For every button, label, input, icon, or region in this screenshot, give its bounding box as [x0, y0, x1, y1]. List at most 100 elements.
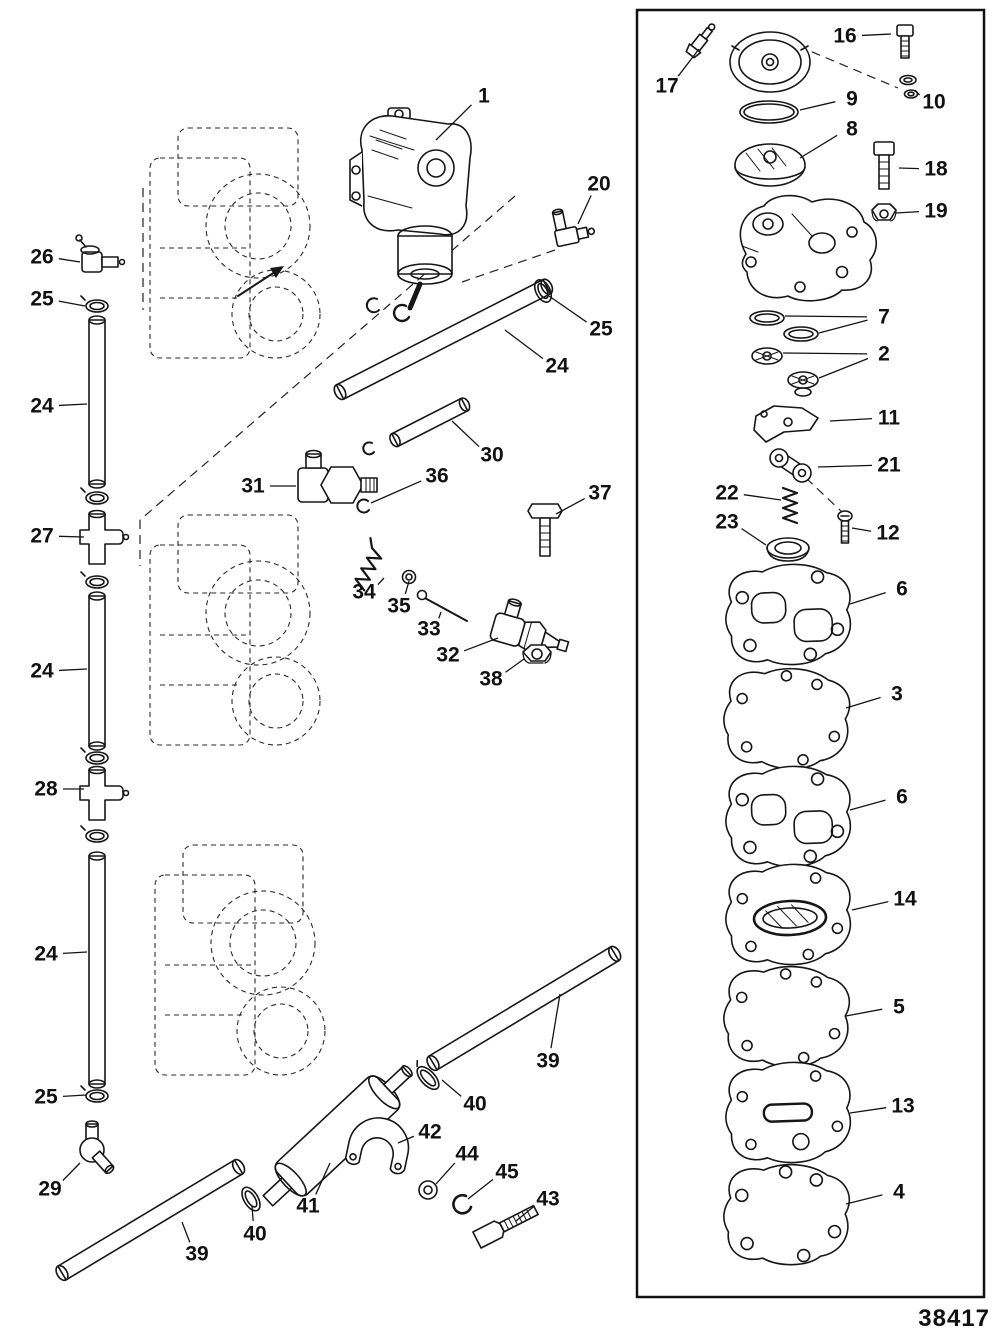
callout-label: 6: [896, 786, 908, 809]
hose-clamp-25: [80, 295, 109, 313]
callout-label: 24: [545, 355, 569, 378]
callout-leader: [677, 48, 700, 77]
callout-label: 41: [296, 1195, 320, 1218]
construction-lines: [139, 188, 556, 566]
tee-fitting-28: [79, 765, 130, 821]
screw-16: [896, 24, 914, 59]
nut-19: [871, 203, 897, 222]
callout-leader: [851, 527, 872, 532]
callout-leader: [58, 300, 86, 307]
callout-label: 24: [30, 395, 54, 418]
spring-34: [354, 537, 383, 592]
callout-leader: [58, 668, 88, 672]
callout-leader: [743, 494, 782, 501]
callout-label: 10: [922, 91, 945, 114]
callout-leader: [404, 580, 410, 595]
callout-leader: [799, 101, 836, 111]
callout-leader: [467, 1178, 494, 1200]
callout-label: 29: [38, 1178, 61, 1201]
hose-clamp-40: [241, 1186, 261, 1212]
callout-label: 30: [480, 444, 503, 467]
callout-leader: [818, 319, 868, 334]
elbow-fitting-29: [79, 1120, 115, 1175]
callout-label: 25: [34, 1086, 58, 1109]
callout-label: 23: [715, 511, 738, 534]
spring-22: [781, 486, 799, 525]
fuel-pump-assembly: [349, 107, 472, 323]
fuel-tube-39: [55, 1158, 246, 1282]
elbow-fitting-31: [297, 449, 378, 504]
callout-leader: [851, 901, 889, 911]
callout-leader: [58, 535, 85, 538]
bolt-37: [527, 503, 563, 557]
callout-leader: [845, 1008, 883, 1017]
callout-label: 43: [536, 1188, 559, 1211]
callout-label: 9: [846, 88, 858, 111]
callout-label: 6: [896, 578, 908, 601]
callout-leader: [441, 1079, 462, 1097]
callout-leader: [861, 33, 892, 37]
plate-13: [723, 1059, 854, 1166]
callout-label: 27: [30, 525, 53, 548]
callout-leader: [451, 420, 480, 448]
callout-label: 14: [893, 888, 917, 911]
callout-leader: [829, 418, 873, 422]
callout-label: 21: [877, 454, 901, 477]
callout-leader: [784, 315, 868, 318]
o-ring-9: [739, 100, 799, 124]
callout-leader: [849, 591, 886, 605]
callout-label: 2: [878, 343, 890, 366]
callout-label: 36: [425, 465, 448, 488]
nut-38: [522, 644, 552, 664]
callout-label: 39: [185, 1243, 208, 1266]
callout-leader: [377, 577, 385, 585]
gasket-6: [723, 561, 854, 668]
diaphragm-8: [734, 143, 806, 187]
callout-label: 44: [455, 1143, 479, 1166]
callout-leader: [515, 1205, 535, 1222]
callout-leader: [62, 1162, 81, 1181]
check-valves-2: [751, 347, 819, 397]
tee-fitting-27: [79, 509, 130, 565]
washer-44: [418, 1180, 438, 1200]
callout-label: 25: [589, 318, 613, 341]
right-panel-border: [635, 8, 986, 1299]
callout-label: 35: [387, 595, 411, 618]
clamp-strap-42: [344, 1117, 410, 1175]
bolt-18: [873, 141, 895, 190]
elbow-fitting-20: [551, 208, 596, 248]
callout-label: 12: [876, 522, 899, 545]
callout-label: 25: [30, 288, 54, 311]
callout-label: 7: [878, 306, 890, 329]
callout-label: 42: [418, 1121, 441, 1144]
callout-leader: [62, 951, 88, 955]
plate-14: [723, 861, 854, 968]
fuel-tube-24-diagonal: [333, 278, 554, 401]
callout-leader: [845, 696, 881, 709]
elbow-fitting-26: [75, 234, 126, 273]
fuel-tube-24: [88, 319, 106, 485]
carburetor-ghosts: [149, 127, 326, 1076]
callout-leader: [818, 357, 869, 379]
callout-leader: [505, 658, 525, 673]
callout-leader: [845, 1194, 883, 1205]
bracket-plate-11: [753, 405, 819, 443]
callout-leader: [58, 403, 88, 407]
callout-label: 37: [588, 482, 611, 505]
washer-10: [899, 74, 919, 99]
callout-leader: [849, 799, 886, 811]
clip-36: [356, 498, 370, 514]
callout-label: 33: [417, 618, 440, 641]
callout-leader: [315, 1162, 331, 1195]
callout-label: 34: [352, 581, 376, 604]
gasket-6: [723, 763, 854, 870]
callout-label: 32: [436, 644, 459, 667]
callout-leader: [577, 195, 592, 225]
callout-label: 8: [846, 118, 858, 141]
fuel-tube-24: [88, 595, 106, 747]
callout-label: 3: [891, 683, 903, 706]
callout-leader: [817, 464, 873, 468]
callout-label: 4: [893, 1181, 905, 1204]
gasket-4: [721, 1161, 852, 1268]
